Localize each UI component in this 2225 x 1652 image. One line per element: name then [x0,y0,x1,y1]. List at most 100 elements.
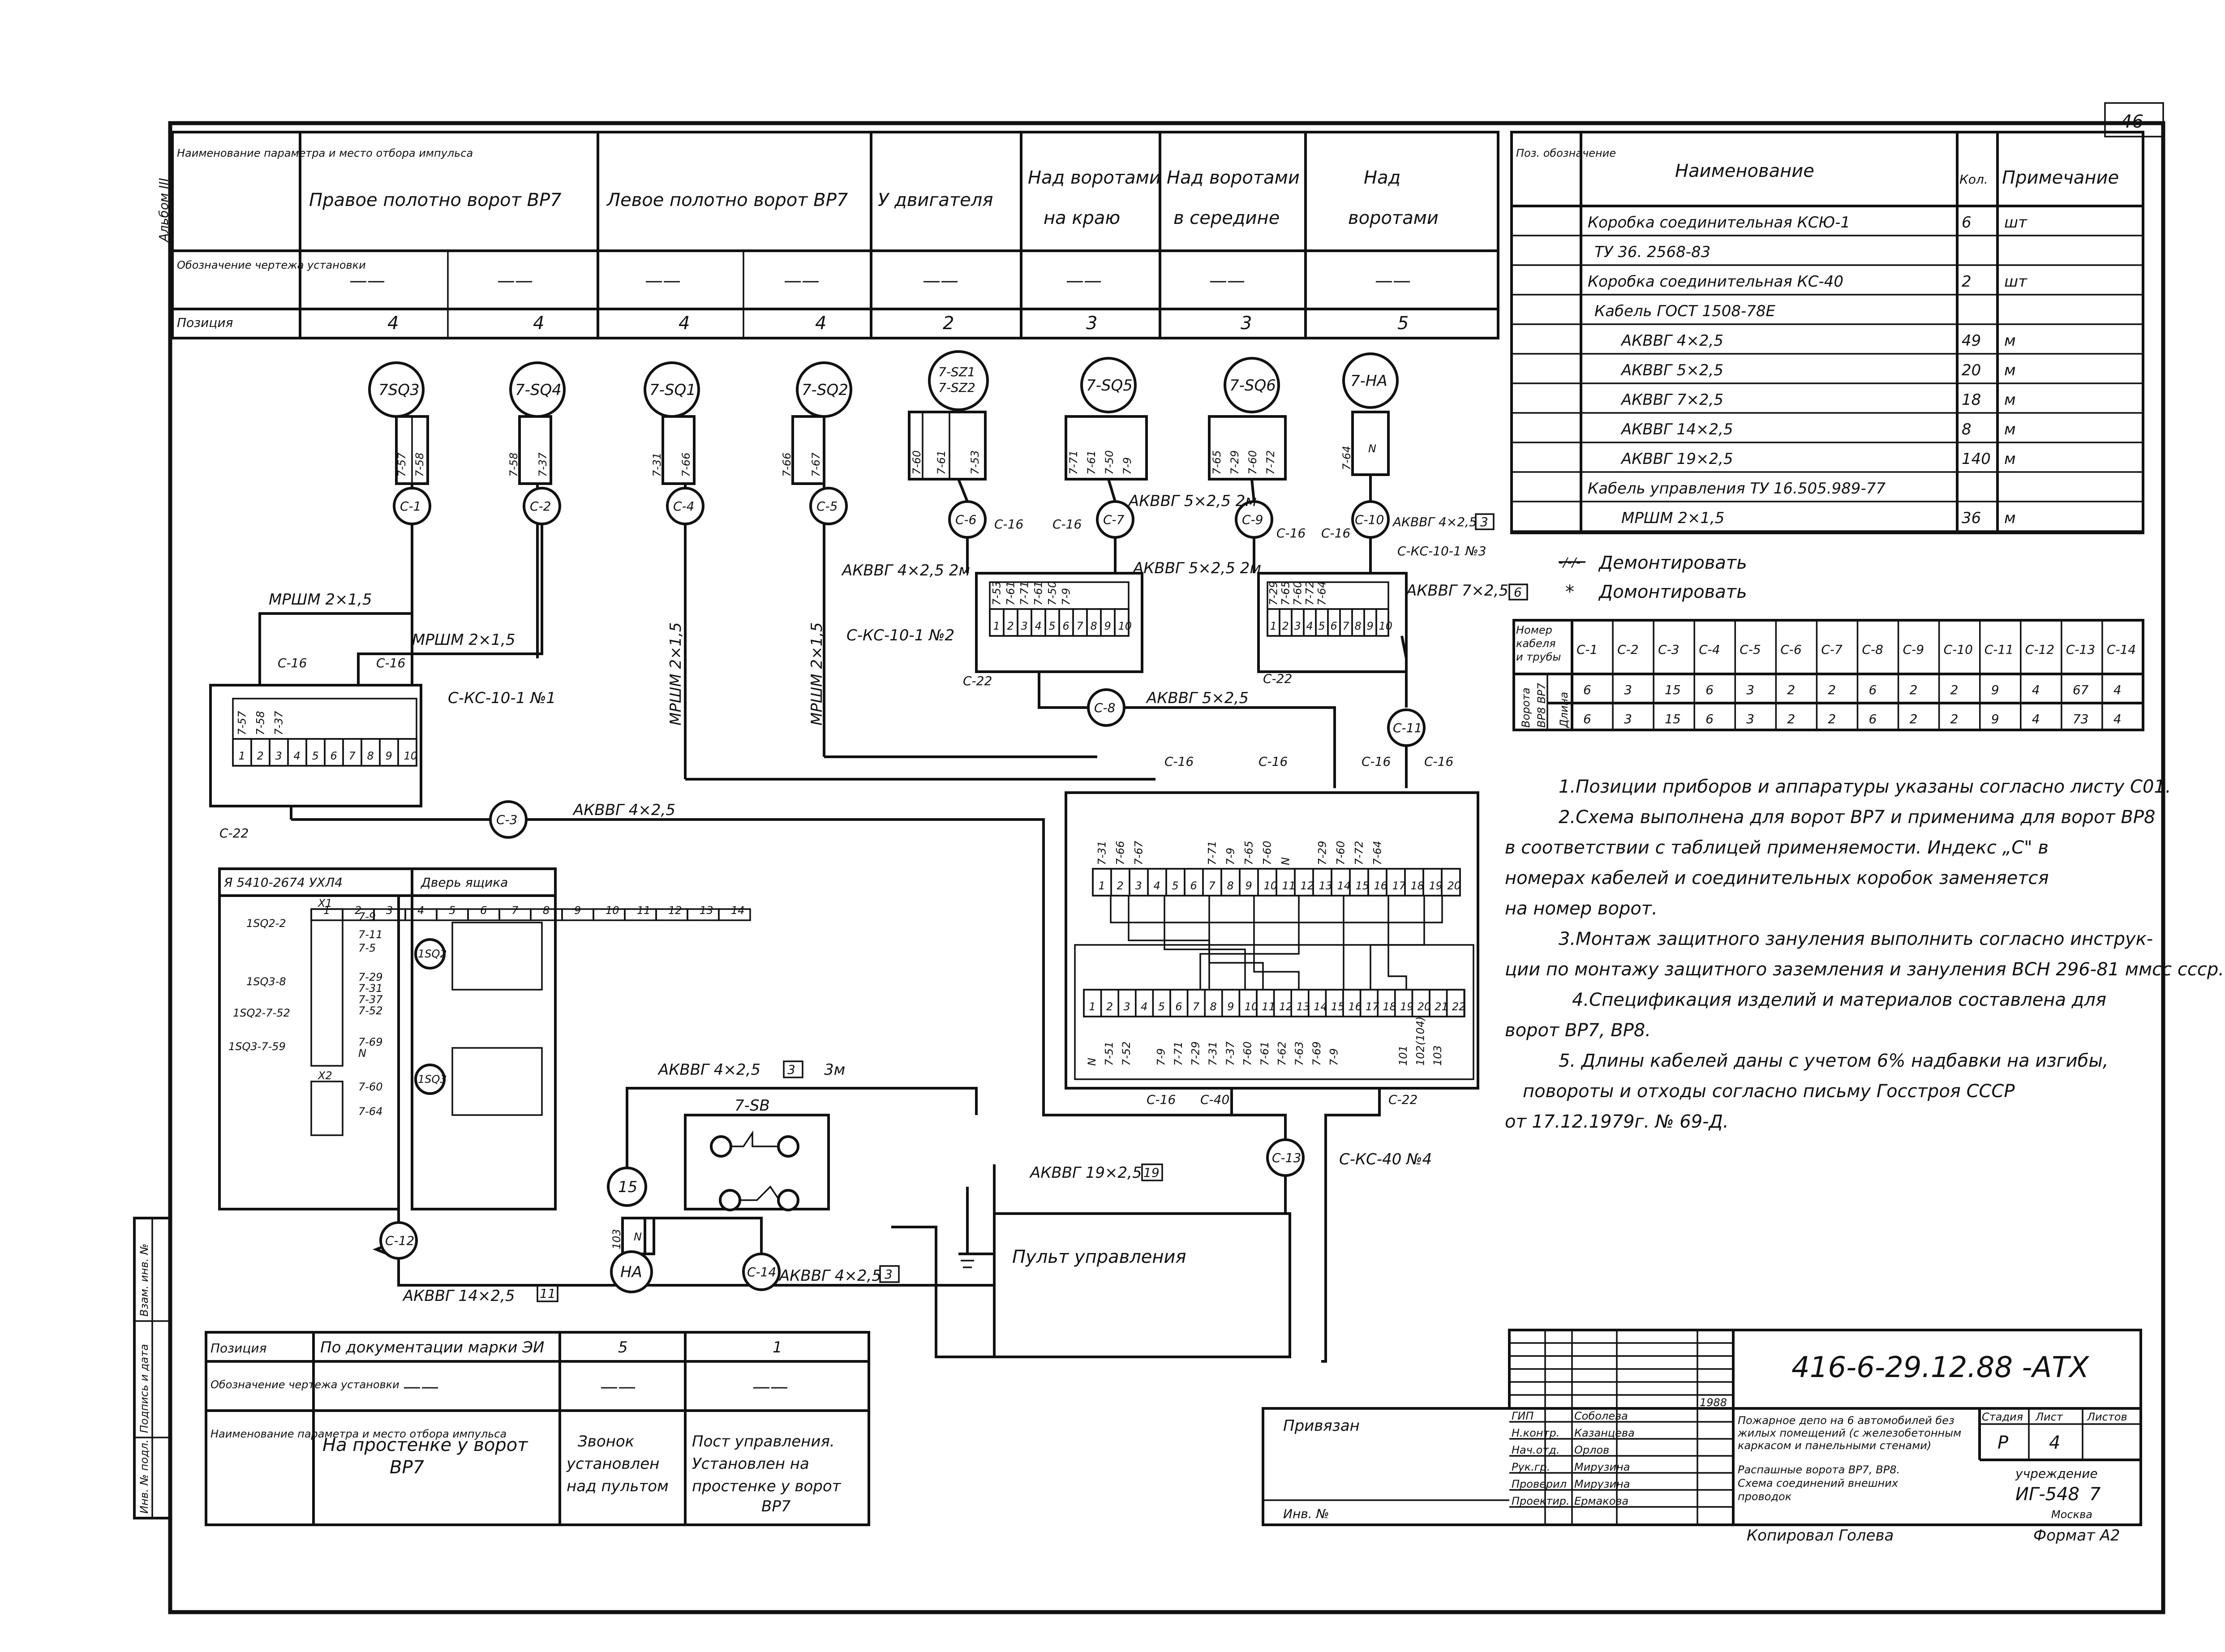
panel-wire-labels: 7-9 7-11 7-5 7-29 7-31 7-37 7-52 7-69 N … [228,910,383,1118]
svg-text:——: —— [1209,270,1245,291]
terminal-number: 5 [1319,620,1325,632]
left-margin-label: Альбом III [156,178,171,243]
cable-c1: С-1 [400,499,421,514]
terminal-number: 1 [1089,1000,1095,1013]
cable-c2: С-2 [530,499,551,514]
length-val-1: 2 [1828,682,1836,697]
note-line: в соответствии с таблицей применяемости.… [1505,837,2049,858]
terminal-number: 11 [1262,1000,1276,1013]
spec-row-qty: 36 [1962,509,1981,527]
cable-c12: С-12 [385,1233,414,1248]
cable-c12-route: С-12 АКВВГ 14×2,5 11 [379,1221,558,1305]
note-line: 1.Позиции приборов и аппаратуры указаны … [1559,777,2171,797]
tb-role: Нач.отд. [1512,1444,1559,1456]
spec-row-name: АКВВГ 7×2,5 [1620,391,1723,409]
tb-year: 1988 [1700,1396,1727,1409]
terminal-number: 4 [1154,880,1160,892]
terminal-number: 9 [386,750,392,762]
sq3-box: 1SQ3 [418,1073,447,1086]
length-head: Номер [1516,624,1552,636]
terminal-wire: 7-61 [1032,581,1045,605]
svg-text:2: 2 [943,313,954,334]
terminal-number: 13 [1297,1000,1310,1013]
length-table: Номер кабеля и трубы Ворота ВР8 ВР7 Длин… [1512,619,2144,731]
col-name-4: У двигателя [878,190,993,210]
door-header: Дверь ящика [420,875,508,890]
terminal-number: 6 [1331,620,1337,632]
terminal-number: 20 [1448,880,1461,892]
terminal-wire: 7-9 [1155,1048,1167,1066]
label-b6: 6 [1514,585,1522,600]
length-val-1: 4 [2032,682,2040,697]
spec-row-note: м [2004,509,2016,527]
svg-text:установлен: установлен [566,1455,659,1473]
length-row-label-b: Длина [1558,692,1570,728]
svg-text:Схема соединений внешних: Схема соединений внешних [1738,1477,1899,1489]
terminal-number: 12 [668,904,682,917]
doc-code: 416-6-29.12.88 -АТХ [1791,1351,2089,1384]
length-col-head: С-9 [1903,642,1924,657]
length-val-1: 9 [1991,682,1999,697]
svg-text:каркасом и панельными стенами): каркасом и панельными стенами) [1738,1439,1931,1452]
svg-text:7-71: 7-71 [1067,451,1080,475]
cable-c6: С-6 [955,512,976,527]
terminal-number: 6 [1190,880,1197,892]
col-name-7: Над [1364,167,1400,188]
svg-text:С-16: С-16 [1424,754,1453,769]
terminal-number: 8 [543,904,550,917]
svg-text:1SQ3-8: 1SQ3-8 [246,975,286,988]
svg-text:ВР7: ВР7 [761,1498,791,1515]
svg-text:Установлен на: Установлен на [692,1455,809,1473]
panel-header: Я 5410-2674 УХЛ4 [223,875,343,890]
note-line: на номер ворот. [1505,898,1658,919]
terminal-number: 3 [1294,620,1301,632]
terminal-number: 1 [323,904,330,917]
label-c22-bottom: С-22 [1388,1092,1417,1107]
box3-label: С-КС-10-1 №3 [1397,544,1486,558]
spec-row-name: Кабель управления ТУ 16.505.989-77 [1588,480,1886,498]
device-7sq5: 7-SQ5 [1086,377,1133,395]
tb-sheet: 4 [2049,1433,2060,1453]
length-col-head: С-5 [1740,642,1761,657]
terminal-number: 5 [1172,880,1179,892]
device-7ha: 7-HA [1350,372,1387,390]
spec-head-qty: Кол. [1959,172,1988,187]
terminal-number: 10 [404,750,418,762]
svg-text:1SQ2-7-52: 1SQ2-7-52 [233,1007,290,1019]
length-val-1: 2 [1950,682,1959,697]
terminal-number: 2 [1282,620,1289,632]
tb-role: ГИП [1512,1410,1533,1422]
sheet-frame [168,121,2165,1614]
terminal-number: 12 [1301,880,1314,892]
svg-text:7-64: 7-64 [358,1105,382,1118]
svg-text:4: 4 [387,313,399,334]
terminal-number: 8 [1210,1000,1217,1013]
svg-text:7-5: 7-5 [358,942,376,954]
note-line: 4.Спецификация изделий и материалов сост… [1572,990,2106,1010]
svg-text:7-29: 7-29 [1228,451,1241,475]
pult-label: Пульт управления [1012,1247,1186,1267]
terminal-number: 19 [1429,880,1443,892]
length-val-1: 6 [1869,682,1877,697]
svg-text:——: —— [600,1377,636,1397]
spec-row-note: м [2004,361,2016,379]
svg-text:7-61: 7-61 [1085,451,1098,475]
svg-text:С-16: С-16 [1276,526,1306,541]
terminal-number: 8 [1355,620,1362,632]
note-line: от 17.12.1979г. № 69-Д. [1505,1111,1729,1132]
tb-format: Формат А2 [2033,1527,2120,1545]
length-val-2: 2 [1787,712,1795,726]
bottom-label-pos: Позиция [210,1341,266,1356]
cable-c11-route: С-11 [1387,708,1426,788]
length-col-head: С-2 [1617,642,1638,657]
terminal-wire: 7-66 [1114,841,1127,865]
cable-c8-route: С-8 АКВВГ 5×2,5 [1087,688,1336,788]
device-7sq2: 7-SQ2 [802,381,848,399]
svg-text:4: 4 [533,313,544,334]
terminal-number: 7 [511,904,519,917]
label-ak4e: АКВВГ 4×2,5 [778,1267,881,1285]
tb-stage-h: Стадия [1982,1411,2023,1423]
terminal-number: 6 [1175,1000,1182,1013]
terminal-wire: 103 [1431,1045,1444,1066]
